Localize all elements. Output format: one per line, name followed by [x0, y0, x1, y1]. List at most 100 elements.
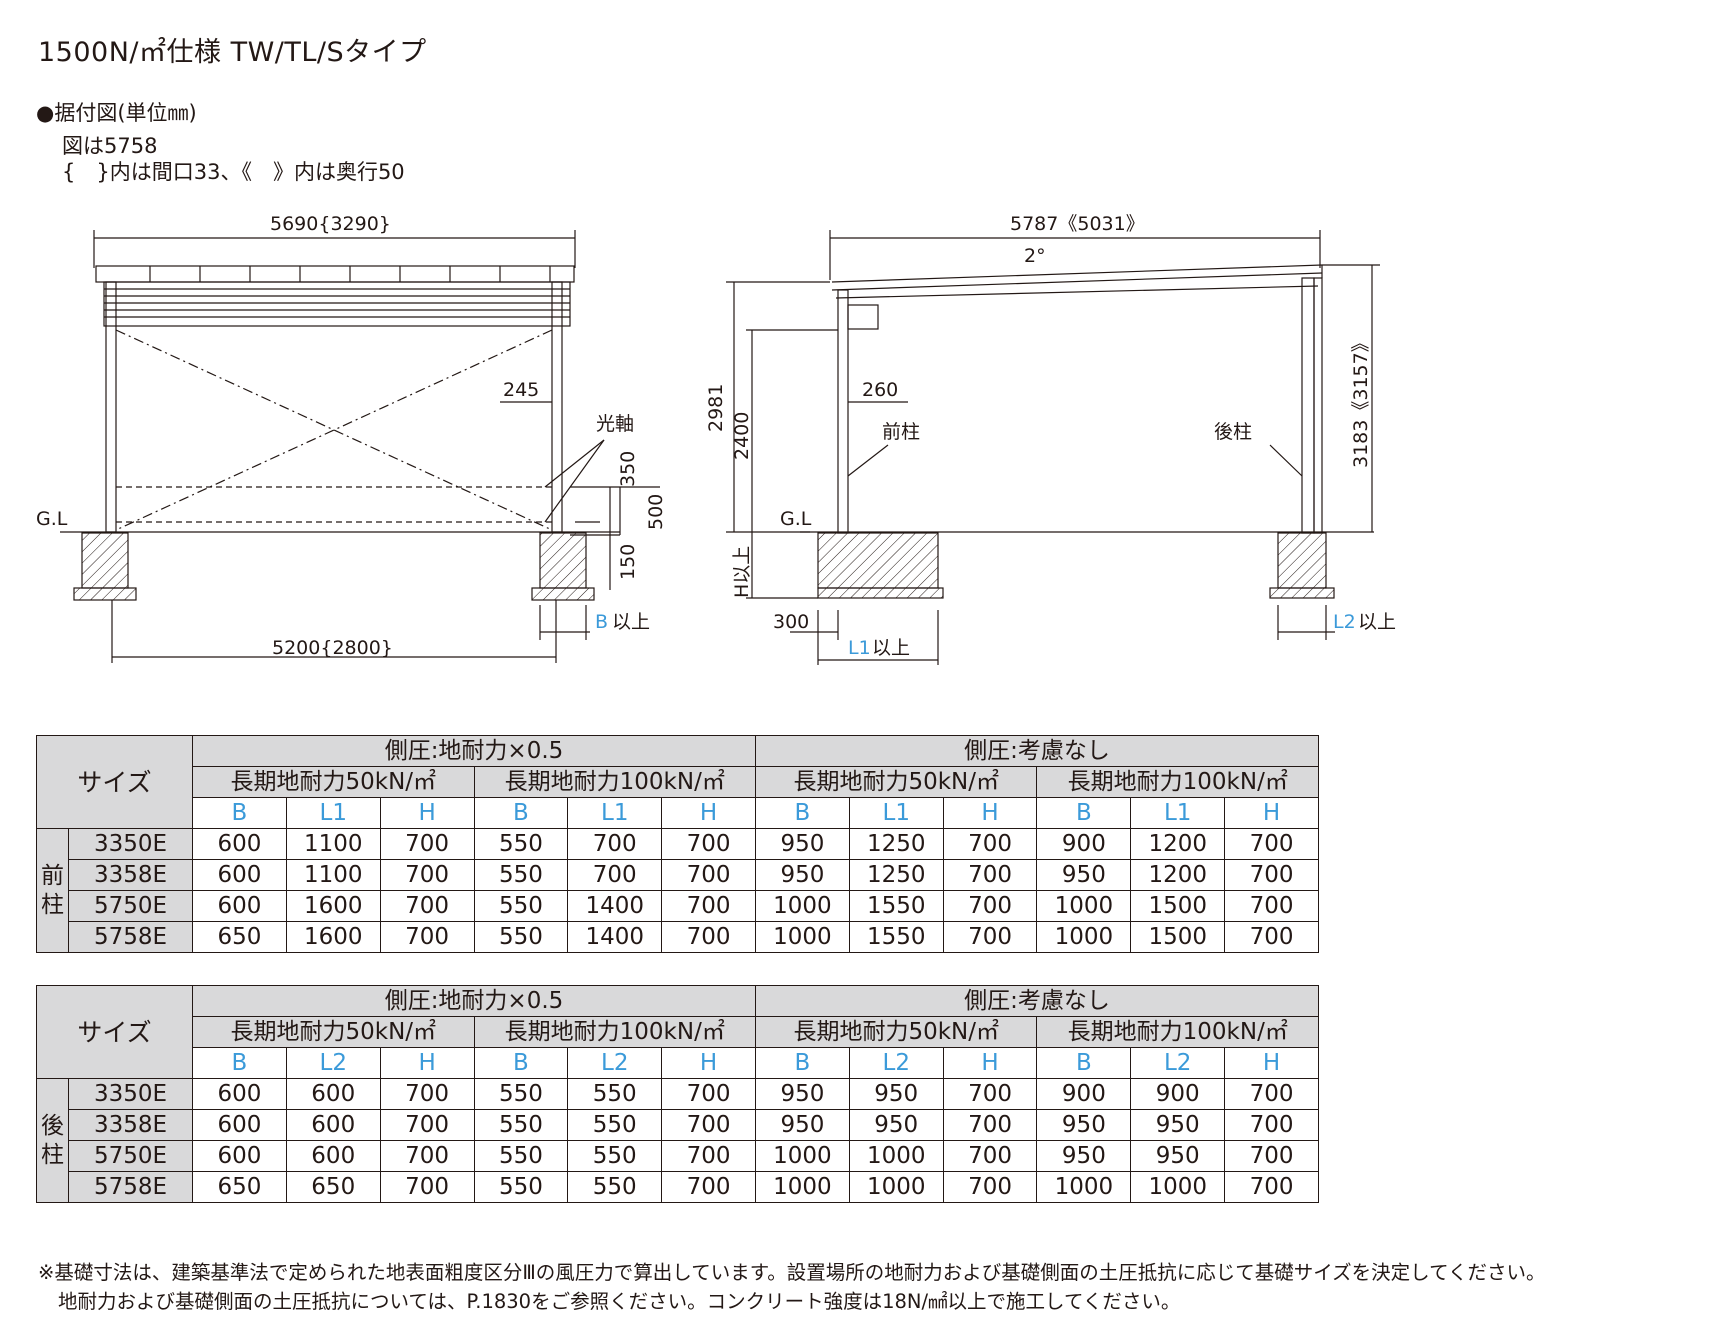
value-cell: 1200 [1130, 859, 1226, 891]
value-cell: 700 [942, 921, 1038, 953]
value-cell: 950 [754, 1109, 850, 1141]
drawing-heading: ●据付図(単位㎜) [36, 101, 197, 125]
column-header: H [1224, 1047, 1319, 1079]
size-cell: 3358E [67, 859, 194, 891]
value-cell: 950 [754, 828, 850, 860]
column-header: H [1224, 797, 1319, 829]
front-beam [103, 281, 571, 327]
h-dim-label: H以上 [731, 546, 753, 598]
value-cell: 650 [192, 921, 287, 953]
value-cell: 700 [1224, 921, 1319, 953]
size-cell: 3350E [67, 828, 194, 860]
value-cell: 1550 [848, 890, 944, 922]
value-cell: 700 [661, 859, 756, 891]
value-cell: 700 [942, 1078, 1038, 1110]
l1-letter: L1 [848, 637, 871, 659]
value-cell: 700 [661, 1171, 756, 1203]
l2-suffix: 以上 [1358, 611, 1396, 633]
sub-header: 長期地耐力100kN/㎡ [1036, 766, 1319, 798]
value-cell: 1400 [567, 890, 663, 922]
row-group-front: 前柱 [36, 828, 69, 953]
value-cell: 700 [379, 1140, 475, 1172]
value-cell: 550 [567, 1140, 663, 1172]
value-cell: 700 [942, 890, 1038, 922]
value-cell: 600 [285, 1078, 381, 1110]
value-cell: 700 [661, 1140, 756, 1172]
column-header: L1 [285, 797, 381, 829]
value-cell: 950 [1036, 1140, 1132, 1172]
value-cell: 1000 [754, 1171, 850, 1203]
value-cell: 700 [661, 828, 756, 860]
value-cell: 900 [1130, 1078, 1226, 1110]
value-cell: 700 [567, 859, 663, 891]
column-header: B [1036, 797, 1132, 829]
side-bracket [847, 304, 879, 330]
value-cell: 550 [473, 921, 569, 953]
value-cell: 950 [848, 1109, 944, 1141]
value-cell: 700 [379, 890, 475, 922]
side-dim-300: 300 [773, 611, 809, 633]
table-row: 5750E 600 600 700 550 550 700 1000 1000 … [37, 1140, 1319, 1172]
front-width-label: 5690{3290} [270, 213, 391, 235]
table-row: 3358E 600 600 700 550 550 700 950 950 70… [37, 1109, 1319, 1141]
page-title: 1500N/㎡仕様 TW/TL/Sタイプ [38, 37, 427, 68]
h-letter: H [731, 584, 753, 598]
group-header-lateral: 側圧:地耐力×0.5 [192, 735, 756, 767]
value-cell: 1250 [848, 859, 944, 891]
size-cell: 3350E [67, 1078, 194, 1110]
front-left-post [105, 281, 117, 533]
front-b-letter: B [595, 611, 608, 633]
value-cell: 950 [1130, 1109, 1226, 1141]
value-cell: 700 [661, 1078, 756, 1110]
value-cell: 550 [567, 1078, 663, 1110]
value-cell: 550 [473, 828, 569, 860]
value-cell: 600 [192, 890, 287, 922]
value-cell: 950 [1036, 859, 1132, 891]
column-header: H [661, 797, 756, 829]
value-cell: 700 [1224, 1109, 1319, 1141]
value-cell: 700 [379, 1078, 475, 1110]
value-cell: 700 [1224, 1171, 1319, 1203]
value-cell: 700 [379, 1171, 475, 1203]
value-cell: 650 [285, 1171, 381, 1203]
column-header: H [661, 1047, 756, 1079]
rear-post-foundation-table: サイズ 側圧:地耐力×0.5 側圧:考慮なし 長期地耐力50kN/㎡ 長期地耐力… [35, 985, 1320, 1203]
value-cell: 1000 [754, 890, 850, 922]
optical-axis-label: 光軸 [596, 413, 634, 435]
value-cell: 550 [473, 1109, 569, 1141]
value-cell: 600 [285, 1109, 381, 1141]
table-row: 5758E 650 1600 700 550 1400 700 1000 155… [37, 921, 1319, 953]
value-cell: 950 [1130, 1140, 1226, 1172]
row-group-rear: 後柱 [36, 1078, 69, 1203]
group-header-none: 側圧:考慮なし [754, 985, 1320, 1017]
size-cell: 5750E [67, 890, 194, 922]
front-dim-150: 150 [617, 544, 639, 580]
value-cell: 950 [1036, 1109, 1132, 1141]
value-cell: 1550 [848, 921, 944, 953]
value-cell: 550 [567, 1109, 663, 1141]
value-cell: 600 [192, 859, 287, 891]
table-row: 5758E 650 650 700 550 550 700 1000 1000 … [37, 1171, 1319, 1203]
column-header: B [192, 1047, 287, 1079]
value-cell: 1000 [1130, 1171, 1226, 1203]
value-cell: 700 [379, 921, 475, 953]
table-row: 後柱 3350E 600 600 700 550 550 700 950 950… [36, 1078, 1319, 1203]
column-header: L2 [848, 1047, 944, 1079]
value-cell: 600 [192, 1109, 287, 1141]
value-cell: 700 [379, 859, 475, 891]
front-b-suffix: 以上 [612, 611, 650, 633]
sub-header: 長期地耐力50kN/㎡ [192, 766, 475, 798]
column-header: B [192, 797, 287, 829]
value-cell: 700 [942, 1171, 1038, 1203]
side-angle-label: 2° [1024, 245, 1046, 267]
value-cell: 550 [473, 859, 569, 891]
value-cell: 700 [942, 828, 1038, 860]
column-header: B [754, 1047, 850, 1079]
side-dim-260: 260 [862, 379, 898, 401]
value-cell: 1000 [754, 1140, 850, 1172]
column-header: H [379, 797, 475, 829]
value-cell: 950 [754, 1078, 850, 1110]
group-header-none: 側圧:考慮なし [754, 735, 1320, 767]
value-cell: 550 [473, 890, 569, 922]
value-cell: 700 [379, 828, 475, 860]
